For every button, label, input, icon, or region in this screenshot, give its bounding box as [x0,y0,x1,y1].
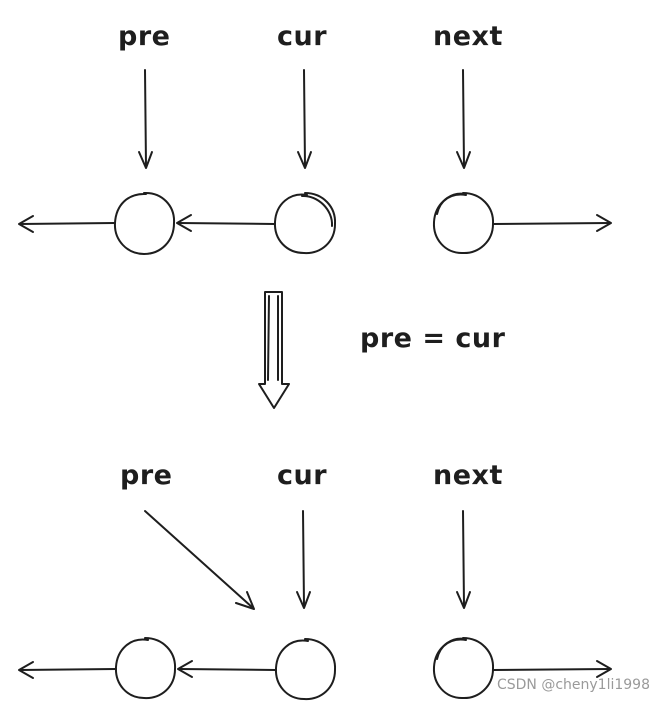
csdn-watermark: CSDN @cheny1li1998 [497,677,650,693]
top-left-null-arrow [18,215,116,233]
top-next-node [432,192,495,255]
bottom-pre-pointer-arrow [144,510,255,610]
top-cur-pointer-arrow [297,69,312,169]
top-next-pointer-arrow [456,69,471,169]
bottom-cur-pointer-arrow [296,510,311,609]
top-cur-to-pre-link-arrow [176,214,276,232]
top-pre-pointer-arrow [138,69,153,169]
bottom-next-label: next [433,460,503,491]
bottom-left-null-arrow [18,661,117,679]
top-next-right-link-arrow [492,214,612,232]
bottom-next-pointer-arrow [456,510,471,609]
transition-label: pre = cur [360,323,506,354]
bottom-next-node [432,637,495,700]
transition-hollow-down-arrow [258,291,290,409]
bottom-cur-to-left-link-arrow [177,660,277,678]
top-cur-label: cur [277,21,327,52]
top-next-label: next [433,21,503,52]
bottom-pre-label: pre [120,460,172,491]
bottom-left-node [114,637,177,700]
top-cur-node [273,192,337,255]
top-pre-node [113,191,176,255]
bottom-cur-node [274,638,337,701]
bottom-cur-label: cur [277,460,327,491]
top-pre-label: pre [118,21,170,52]
bottom-next-right-link-arrow [492,660,612,678]
